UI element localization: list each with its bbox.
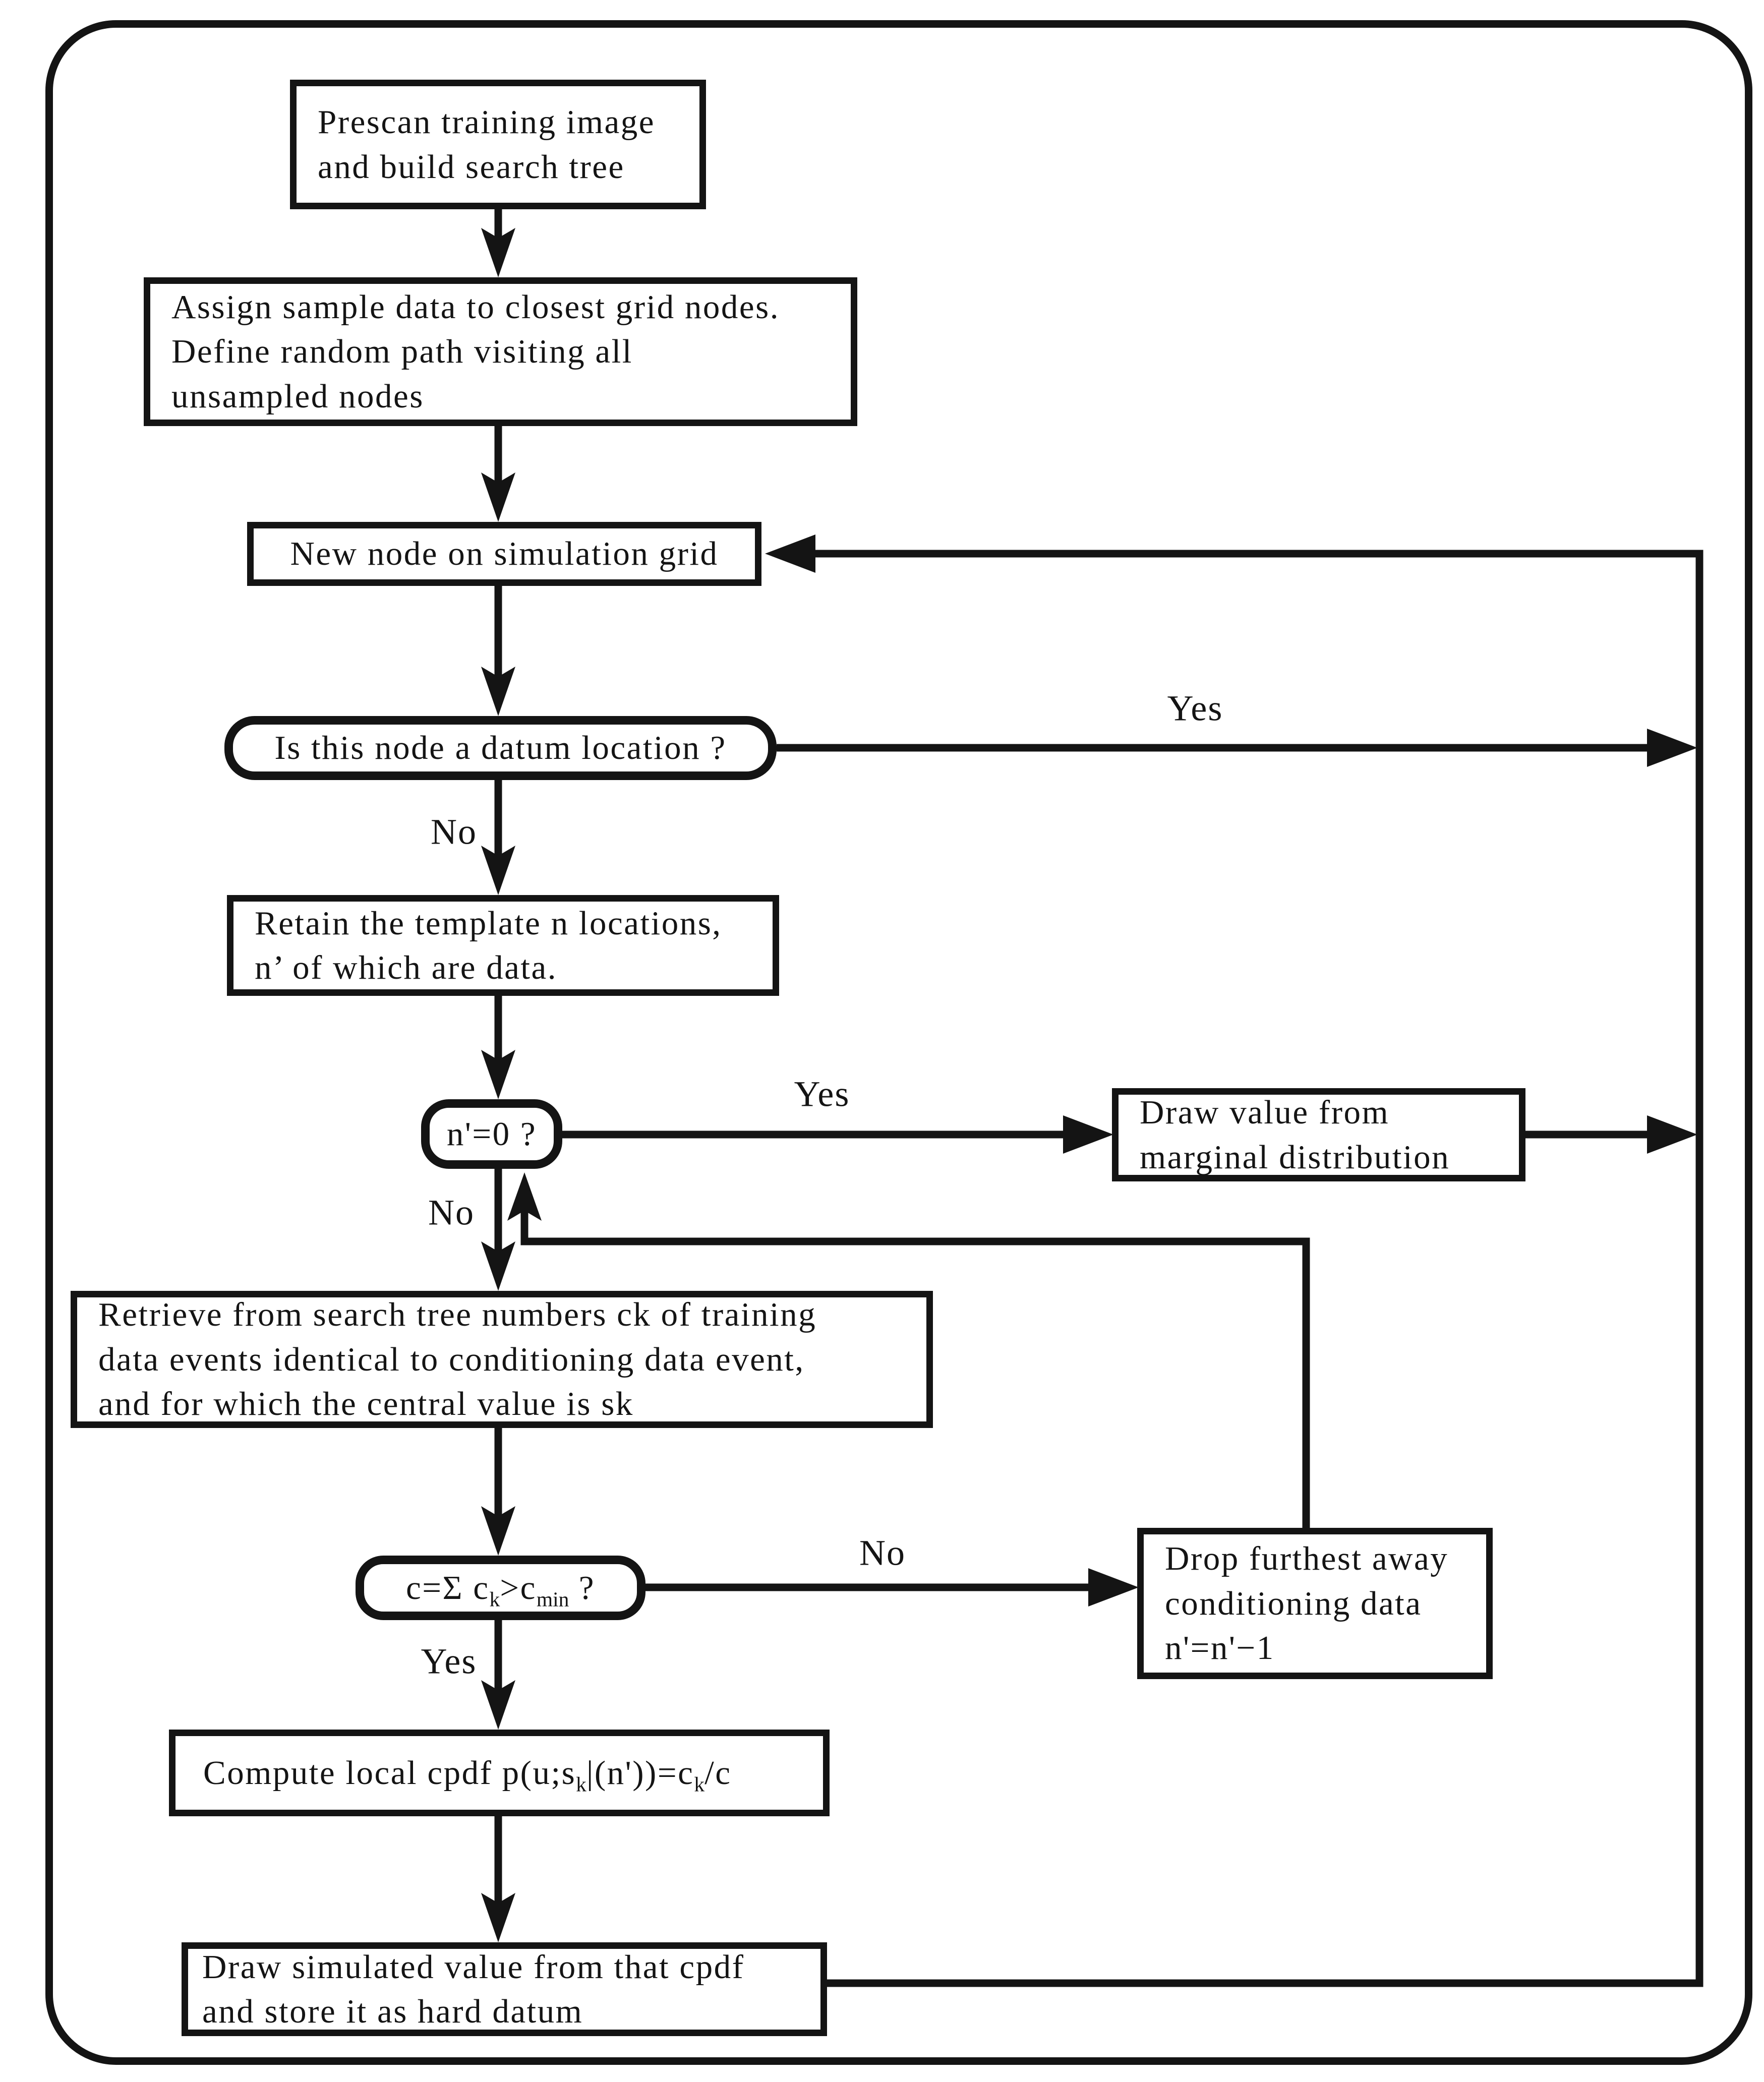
process-draw-simulated: Draw simulated value from that cpdf and … [182,1942,827,2036]
edge-cmincheck-no-to-drop [645,1568,1139,1607]
text-line: n'=n'−1 [1165,1629,1275,1667]
edge-newnode-to-datumcheck [481,586,515,716]
formula-subscript: k [576,1772,586,1796]
text-line: Retain the template n locations, [255,904,722,942]
text-line: data events identical to conditioning da… [98,1340,805,1378]
text-line: Define random path visiting all [171,333,633,371]
process-assign: Assign sample data to closest grid nodes… [144,277,857,426]
text-line: and build search tree [318,148,625,186]
decision-c-min: c=Σ ck>cmin ? [356,1556,645,1620]
edge-label-datum-yes: Yes [1163,687,1227,730]
process-compute-cpdf: Compute local cpdf p(u;sk|(n'))=ck/c [169,1730,830,1816]
formula-segment: /c [704,1754,732,1792]
formula-segment: Compute local cpdf p(u;s [203,1754,576,1792]
edge-datumcheck-yes-to-loop [777,729,1697,767]
process-prescan: Prescan training image and build search … [290,80,706,209]
formula-segment: ? [569,1569,595,1607]
text-line: Drop furthest away [1165,1540,1449,1578]
edge-datumcheck-no-to-retain [481,780,515,895]
edge-prescan-to-assign [481,209,515,277]
edge-label-nzero-yes: Yes [790,1073,854,1115]
text-line: Draw simulated value from that cpdf [202,1948,745,1986]
formula-segment: c=Σ c [406,1569,490,1607]
text-line: and store it as hard datum [202,1993,583,2030]
edge-nzerocheck-no-to-retrieve [481,1169,515,1291]
edge-label-cmin-no: No [855,1532,910,1574]
formula-subscript: k [694,1772,705,1796]
text-line: New node on simulation grid [290,535,719,573]
edge-drawstore-loopback-to-newnode [765,534,1703,1987]
edge-nzerocheck-yes-to-marginal [562,1115,1113,1154]
edge-assign-to-newnode [481,426,515,522]
text-line: and for which the central value is sk [98,1385,634,1423]
process-drop-conditioning: Drop furthest away conditioning data n'=… [1137,1528,1493,1679]
text-line: unsampled nodes [171,377,424,415]
formula-segment: >c [500,1569,537,1607]
text-line: c=Σ ck>cmin ? [406,1566,595,1610]
edge-retrieve-to-cmincheck [481,1428,515,1556]
text-line: n’ of which are data. [255,949,558,986]
process-retain-template: Retain the template n locations, n’ of w… [227,895,779,996]
text-line: marginal distribution [1140,1138,1450,1176]
formula-subscript: min [536,1587,569,1611]
edge-label-cmin-yes: Yes [417,1640,481,1683]
text-line: Assign sample data to closest grid nodes… [171,288,780,326]
text-line: conditioning data [1165,1584,1422,1622]
formula-segment: |(n'))=c [586,1754,694,1792]
edge-label-datum-no: No [427,811,481,853]
text-line: Compute local cpdf p(u;sk|(n'))=ck/c [203,1751,813,1795]
formula-subscript: k [489,1587,500,1611]
edge-cmincheck-yes-to-compute [481,1620,515,1730]
edge-compute-to-drawstore [481,1816,515,1942]
text-line: Is this node a datum location ? [274,729,727,767]
edge-retain-to-nzerocheck [481,996,515,1099]
text-line: n'=0 ? [446,1115,537,1153]
edge-drop-loopback-to-nzerocheck [507,1172,1310,1528]
process-retrieve-search-tree: Retrieve from search tree numbers ck of … [71,1291,933,1428]
decision-datum-location: Is this node a datum location ? [224,716,777,780]
process-draw-marginal: Draw value from marginal distribution [1112,1088,1525,1181]
process-new-node: New node on simulation grid [247,522,761,586]
text-line: Draw value from [1140,1094,1390,1132]
edge-label-nzero-no: No [424,1192,479,1234]
text-line: Prescan training image [318,103,655,141]
edge-marginal-to-loop [1525,1115,1697,1154]
decision-n-prime-zero: n'=0 ? [421,1099,562,1169]
figure-border [45,20,1752,2065]
text-line: Retrieve from search tree numbers ck of … [98,1296,817,1334]
